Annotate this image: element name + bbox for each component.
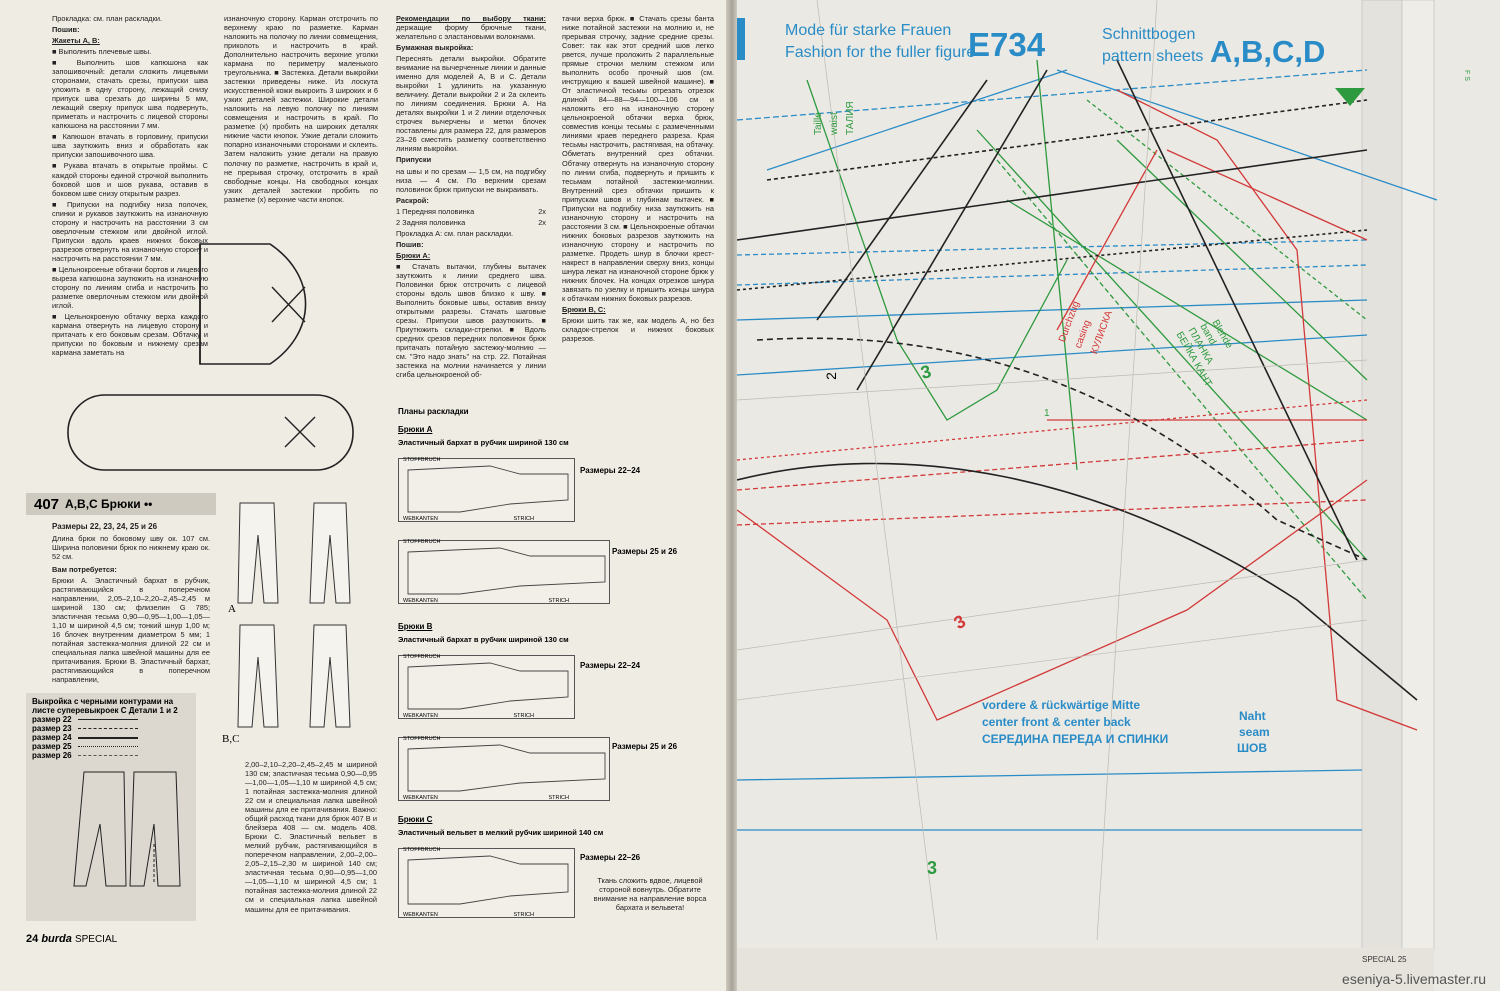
model-length: Длина брюк по боковому шву ок. 107 см. Ш… — [52, 533, 210, 561]
folio-brand: burda — [41, 933, 72, 945]
col2-text: изнаночную сторону. Карман отстрочить по… — [224, 14, 378, 204]
layout-c-1: STOFFBRUCH WEBKANTEN STRICH — [398, 847, 575, 918]
label-bc: B,C — [222, 733, 240, 745]
rec-label: Рекомендации по выбору ткани: — [396, 14, 546, 23]
allow-text: на швы и по срезам — 1,5 см, на подгибку… — [396, 166, 546, 194]
sew-a-label: Брюки А: — [396, 250, 431, 260]
layout-note: Ткань сложить вдвое, лицевой стороной во… — [593, 876, 707, 913]
col1-sewing-label: Пошив: — [52, 25, 80, 35]
header-mode-de: Mode für starke Frauen — [785, 22, 952, 39]
layouts-title: Планы раскладки — [398, 407, 469, 416]
header-code: E734 — [968, 26, 1046, 63]
seam-ru: ШОВ — [1237, 741, 1268, 755]
col1-item: ■ Капюшон втачать в горловину, припуски … — [52, 132, 208, 160]
layout-c-label: Брюки С — [398, 815, 433, 824]
column-3: Рекомендации по выбору ткани: держащие ф… — [396, 14, 546, 381]
label-a: A — [228, 603, 236, 615]
right-footer: SPECIAL 25 — [1362, 955, 1407, 964]
folio-special: SPECIAL — [74, 934, 118, 945]
folio-number: 24 — [26, 933, 39, 945]
layout-a-2-size: Размеры 25 и 26 — [612, 547, 678, 556]
sizes-box-header: Выкройка с черными контурами на листе су… — [32, 697, 178, 716]
size-row-26: размер 26 — [32, 751, 196, 760]
column-4: тачки верха брюк. ■ Стачать срезы банта … — [562, 14, 714, 345]
size-row-25: размер 25 — [32, 742, 196, 751]
layout-a-label: Брюки А — [398, 425, 433, 434]
waist-de: Taille — [813, 112, 824, 135]
waist-en: waist — [829, 112, 840, 135]
trouser-sketches — [237, 502, 351, 728]
model-number: 407 — [34, 495, 60, 513]
layout-a-2: STOFFBRUCH WEBKANTEN STRICH — [398, 539, 610, 604]
column-2: изнаночную сторону. Карман отстрочить по… — [224, 14, 378, 206]
allow-label: Припуски — [396, 155, 432, 165]
cut-note: Прокладка А: см. план раскладки. — [396, 228, 514, 238]
col1-item: ■ Выполнить шов капюшона как запошивочны… — [52, 58, 208, 131]
sew-text: ■ Стачать вытачки, глубины вытачек заутю… — [396, 261, 546, 380]
pattern-miniature — [73, 771, 181, 887]
size-row-23: размер 23 — [32, 724, 196, 733]
fold-marks: F S — [1462, 70, 1470, 81]
cut-label: Раскрой: — [396, 195, 429, 205]
layout-a-fabric: Эластичный бархат в рубчик шириной 130 с… — [398, 438, 569, 447]
col1-p1: Прокладка: см. план раскладки. — [52, 14, 163, 23]
piece-number-1: 1 — [1044, 408, 1050, 419]
layout-c-fabric: Эластичный вельвет в мелкий рубчик ширин… — [398, 828, 604, 837]
right-page: Mode für starke Frauen Fashion for the f… — [737, 0, 1500, 991]
center-de: vordere & rückwärtige Mitte — [982, 698, 1141, 712]
header-sheets-en: pattern sheets — [1102, 48, 1204, 65]
header-sheets-de: Schnittbogen — [1102, 26, 1196, 43]
col1-item: ■ Выполнить плечевые швы. — [52, 47, 152, 57]
model-sizes: Размеры 22, 23, 24, 25 и 26 — [52, 522, 158, 531]
watermark: eseniya-5.livemaster.ru — [1342, 971, 1486, 987]
header-sheets-letters: A,B,C,D — [1210, 34, 1326, 69]
left-page: Прокладка: см. план раскладки. Пошив: Жа… — [0, 0, 728, 991]
paper-label: Бумажная выкройка: — [396, 43, 474, 53]
spread-gutter — [726, 0, 738, 991]
need-text2: 2,00–2,10–2,20–2,45–2,45 м шириной 130 с… — [245, 760, 377, 914]
layout-b-1-size: Размеры 22–24 — [580, 661, 641, 670]
waist-ru: ТАЛИЯ — [845, 101, 856, 135]
layout-b-label: Брюки В — [398, 622, 433, 631]
rec-text: держащие форму брючные ткани, желательно… — [396, 23, 546, 42]
layout-c-1-size: Размеры 22–26 — [580, 853, 641, 862]
sew-label: Пошив: — [396, 239, 424, 249]
size-row-22: размер 22 — [32, 715, 196, 724]
pattern-sizes-box: Выкройка с черными контурами на листе су… — [26, 693, 196, 921]
paper-text: Переснять детали выкройки. Обратите вним… — [396, 54, 546, 154]
model-407-heading: 407 А,В,С Брюки •• — [26, 493, 216, 515]
col1-jackets-label: Жакеты А, В: — [52, 36, 100, 46]
column-1: Прокладка: см. план раскладки. Пошив: Жа… — [52, 14, 208, 359]
model-info: Размеры 22, 23, 24, 25 и 26 Длина брюк п… — [52, 522, 210, 686]
col1-item: ■ Цельнокроеные обтачки бортов и лицевог… — [52, 264, 208, 310]
center-en: center front & center back — [982, 715, 1131, 729]
layout-pieces — [407, 465, 606, 905]
page-folio: 24 burda SPECIAL — [26, 933, 117, 945]
col1-item: ■ Цельнокроеную обтачку верха каждого ка… — [52, 311, 208, 358]
need-text-2: 2,00–2,10–2,20–2,45–2,45 м шириной 130 с… — [245, 760, 377, 916]
col4-text: тачки верха брюк. ■ Стачать срезы банта … — [562, 14, 714, 303]
col4-end-label: Брюки В, С: — [562, 305, 606, 314]
col1-item: ■ Припуски на подгибку низа полочек, спи… — [52, 199, 208, 263]
center-ru: СЕРЕДИНА ПЕРЕДА И СПИНКИ — [982, 732, 1169, 746]
pattern-sheet-lines — [737, 0, 1438, 991]
col4-end: Брюки шить так же, как модель А, но без … — [562, 316, 714, 344]
layout-b-fabric: Эластичный бархат в рубчик шириной 130 с… — [398, 635, 569, 644]
size-row-24: размер 24 — [32, 733, 196, 742]
model-title: А,В,С Брюки •• — [65, 497, 153, 511]
layout-a-1-size: Размеры 22–24 — [580, 466, 641, 475]
seam-de: Naht — [1239, 709, 1266, 723]
need-text: Брюки А. Эластичный бархат в рубчик, рас… — [52, 575, 210, 685]
layout-b-2-size: Размеры 25 и 26 — [612, 742, 678, 751]
piece-number-2: 2 — [822, 372, 839, 380]
piece-number-3-bottom: 3 — [927, 858, 938, 878]
col1-item: ■ Рукава втачать в открытые проймы. С ка… — [52, 161, 208, 198]
need-label: Вам потребуется: — [52, 564, 117, 574]
seam-en: seam — [1239, 725, 1270, 739]
fastener-pattern-pieces — [67, 243, 354, 471]
header-mode-en: Fashion for the fuller figure — [785, 44, 976, 61]
